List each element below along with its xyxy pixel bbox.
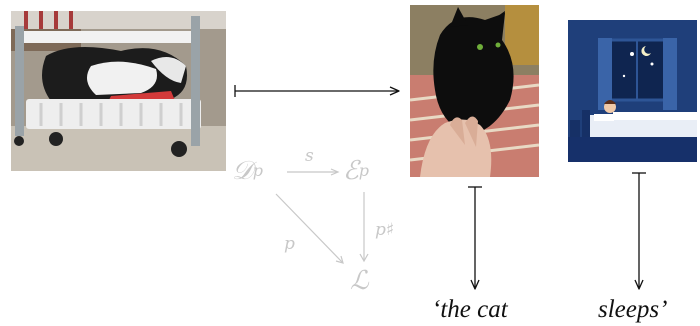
node-l: ℒ — [350, 268, 369, 294]
node-d-p: 𝒟p — [232, 158, 263, 184]
word-the-cat: ‘the cat — [432, 296, 508, 323]
node-e-symbol: ℰ — [343, 156, 359, 186]
maps-to-arrow-horizontal — [234, 85, 400, 97]
cat-in-basket-photo — [11, 11, 226, 171]
edge-label-s: s — [305, 146, 314, 166]
edge-s-arrow — [287, 168, 340, 176]
node-e-superscript: p — [358, 161, 369, 180]
word-sleeps: sleeps’ — [598, 296, 668, 323]
edge-label-p-sharp: p♯ — [375, 220, 395, 240]
maps-to-arrow-the-cat — [468, 186, 482, 290]
cat-being-petted-photo — [410, 5, 539, 177]
sleeping-person-icon — [568, 20, 697, 162]
node-e-p: ℰp — [343, 158, 369, 184]
edge-label-p: p — [284, 234, 295, 254]
edge-p-sharp-arrow — [359, 192, 369, 263]
node-d-superscript: p — [252, 161, 263, 180]
node-l-symbol: ℒ — [350, 266, 369, 296]
edge-p-arrow — [275, 193, 344, 264]
node-d-symbol: 𝒟 — [232, 156, 253, 186]
maps-to-arrow-sleeps — [632, 172, 646, 290]
